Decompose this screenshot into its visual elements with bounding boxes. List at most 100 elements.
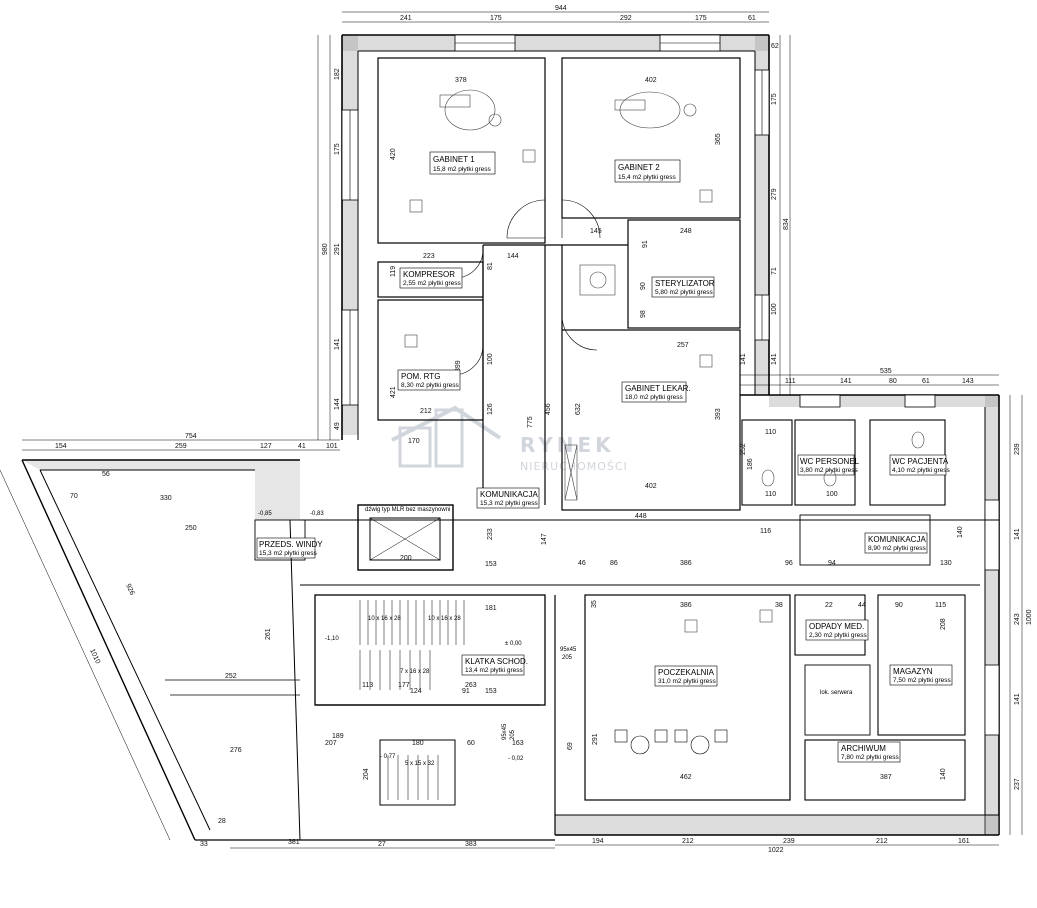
room-pomrtg-area: 8,30 m2 płytki gress (401, 382, 460, 389)
opening-1: 95x45 (560, 647, 577, 653)
dim-right-d: 100 (771, 303, 778, 315)
dim-west-f: 56 (102, 471, 110, 478)
dim-k3: 81 (487, 262, 494, 270)
dim-right-total: 834 (783, 218, 790, 230)
dim-w140: 140 (940, 768, 947, 780)
room-komunikacja2-name: KOMUNIKACJA (868, 535, 926, 544)
dimension-lines (0, 11, 1023, 849)
room-gabinet1-area: 15,8 m2 płytki gress (433, 166, 492, 173)
dim-w186: 186 (747, 458, 754, 470)
dim-c456: 456 (545, 403, 552, 415)
dim-k180: 180 (412, 740, 424, 747)
room-gabinet2-area: 15,4 m2 płytki gress (618, 174, 677, 181)
dim-w96: 96 (785, 560, 793, 567)
dental-chair-2 (614, 91, 697, 129)
dim-r5: 126 (487, 403, 494, 415)
dental-chair-3 (579, 264, 616, 296)
dim-w110b: 110 (765, 491, 776, 498)
dim-bottom-d: 212 (876, 838, 888, 845)
dim-gl2: 393 (715, 408, 722, 420)
dim-east-e: 143 (962, 378, 974, 385)
room-przedswindy-name: PRZEDS. WINDY (259, 540, 323, 549)
room-wcpersonel-area: 3,80 m2 płytki gress (800, 467, 859, 474)
walls-interior-north (377, 57, 741, 511)
dim-bottom-total: 1022 (768, 847, 784, 854)
room-archiwum-area: 7,80 m2 płytki gress (841, 754, 900, 761)
dim-w130: 130 (940, 560, 952, 567)
dim-bottom-g: 27 (378, 841, 386, 848)
room-klatka: KLATKA SCHOD. 13,4 m2 płytki gress (461, 654, 528, 676)
dim-g2w: 402 (645, 77, 657, 84)
dim-r2: 421 (390, 386, 397, 398)
room-kompresor-name: KOMPRESOR (403, 270, 455, 279)
dim-right-a: 175 (771, 93, 778, 105)
dim-top-f: 62 (771, 43, 779, 50)
dim-bottom-f: 383 (465, 841, 477, 848)
stairs-run-3: 7 x 16 x 28 (400, 669, 430, 675)
dim-west-n: 276 (230, 747, 242, 754)
dim-c147: 147 (541, 533, 548, 545)
dim-east-d: 61 (922, 378, 930, 385)
dim-top-c: 292 (620, 15, 632, 22)
dim-east-h: 243 (1014, 613, 1021, 625)
dim-c448: 448 (635, 513, 647, 520)
dim-east-k: 1000 (1026, 609, 1033, 625)
dim-k200: 200 (400, 555, 412, 562)
dim-w110: 110 (765, 429, 776, 436)
room-sterylizator: STERYLIZATOR 5,80 m2 płytki gress (651, 276, 715, 298)
furniture (404, 89, 925, 633)
plan-notes: dźwig typ MLR bez maszynowni lok. serwer… (258, 507, 853, 767)
dim-c387: 387 (880, 774, 892, 781)
stairs-run-2: 10 x 16 x 28 (428, 616, 461, 622)
dim-left-b: 175 (334, 143, 341, 155)
dim-left-f: 49 (334, 422, 341, 430)
room-klatka-name: KLATKA SCHOD. (465, 657, 528, 666)
dim-w170: 170 (408, 438, 420, 445)
dim-w90: 90 (895, 602, 903, 609)
dim-corr: 775 (527, 416, 534, 428)
room-archiwum-name: ARCHIWUM (841, 744, 886, 753)
dim-west-total: 754 (185, 433, 197, 440)
room-sterylizator-area: 5,80 m2 płytki gress (655, 289, 714, 296)
dim-r3: 399 (455, 360, 462, 372)
dim-c386b: 386 (680, 560, 692, 567)
room-wcpacjenta: WC PACJENTA 4,10 m2 płytki gress (889, 454, 951, 476)
dim-east-c: 80 (889, 378, 897, 385)
room-kompresor-area: 2,55 m2 płytki gress (403, 280, 462, 287)
level-marker-1: -0,85 (258, 511, 272, 517)
room-magazyn-area: 7,50 m2 płytki gress (893, 677, 952, 684)
dim-st4: 98 (640, 310, 647, 318)
walls-west-ramp (21, 459, 555, 841)
room-komunikacja2: KOMUNIKACJA 8,90 m2 płytki gress (864, 532, 928, 554)
dim-w86: 86 (610, 560, 618, 567)
dimensions-right-north: 834 175 279 71 100 141 (771, 93, 790, 365)
room-labels: GABINET 1 15,8 m2 płytki gress GABINET 2… (256, 151, 953, 763)
level-marker-3: -1,10 (325, 636, 339, 642)
dim-c386: 386 (680, 602, 692, 609)
watermark-subtitle: NIERUCHOMOŚCI (520, 460, 628, 473)
dim-west-b: 259 (175, 443, 187, 450)
room-gabinetlekar-name: GABINET LEKAR. (625, 384, 691, 393)
dimensions-top: 944 241 175 292 175 61 62 (400, 5, 779, 50)
room-komunikacja1-area: 15,3 m2 płytki gress (480, 500, 539, 507)
dim-right-c: 71 (771, 267, 778, 275)
room-gabinetlekar-area: 18,0 m2 płytki gress (625, 394, 684, 401)
dim-k163: 163 (512, 740, 524, 747)
dim-left-d: 141 (334, 338, 341, 350)
walls-east-wing (740, 394, 1000, 835)
dimensions-east-wing: 535 111 141 80 61 143 239 141 243 141 23… (785, 368, 1033, 790)
room-poczekalnia: POCZEKALNIA 31,0 m2 płytki gress (654, 665, 718, 687)
dim-k1: 223 (423, 253, 435, 260)
dim-w46: 46 (578, 560, 586, 567)
room-komunikacja1: KOMUNIKACJA 15,3 m2 płytki gress (476, 487, 540, 509)
dim-top-b: 175 (490, 15, 502, 22)
dim-k153: 153 (485, 688, 497, 695)
dim-gl4: 632 (575, 403, 582, 415)
dim-c1: 144 (507, 253, 519, 260)
dim-west-l: 261 (265, 628, 272, 640)
dim-bottom-e: 161 (958, 838, 970, 845)
dim-k153b: 153 (485, 561, 497, 568)
dimensions-interior: 378 420 402 365 223 119 81 144 145 248 9… (325, 77, 964, 781)
room-komunikacja1-name: KOMUNIKACJA (480, 490, 538, 499)
dim-c233: 233 (487, 528, 494, 540)
